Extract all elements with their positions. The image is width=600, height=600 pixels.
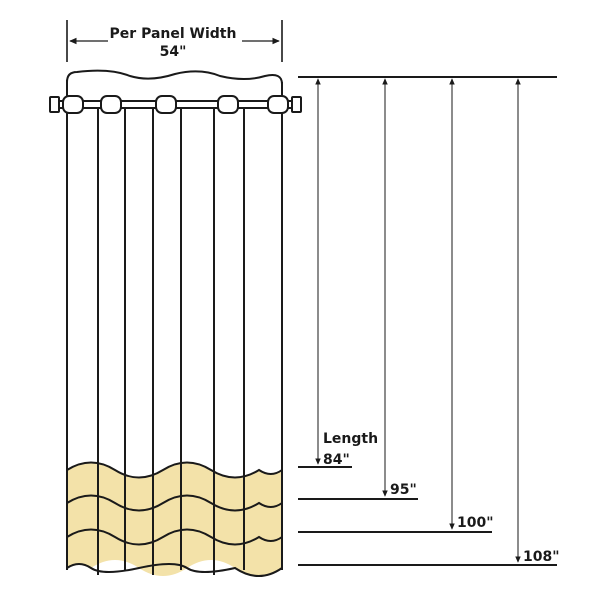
width-value: 54": [160, 44, 187, 60]
hem-wave-2: [66, 494, 283, 512]
grommets: [62, 95, 289, 114]
hem-band-fill: [67, 462, 282, 576]
length-label-108: 108": [523, 549, 560, 565]
length-label-84: 84": [323, 452, 350, 468]
hem-wave-1: [66, 461, 283, 479]
hem-wave-bottom: [66, 563, 283, 577]
curtain-top-edge: [66, 69, 283, 85]
length-label-95: 95": [390, 482, 417, 498]
curtain-panel: [49, 69, 302, 577]
length-title: Length: [323, 431, 378, 447]
rod-end-right: [291, 96, 302, 113]
length-dimensions: Length 84" 95" 100" 108": [298, 76, 560, 566]
width-title: Per Panel Width: [110, 26, 237, 42]
rod-end-left: [49, 96, 60, 113]
panel-width-dimension: Per Panel Width 54": [66, 20, 283, 62]
length-label-100: 100": [457, 515, 494, 531]
hem-wave-3: [66, 528, 283, 546]
